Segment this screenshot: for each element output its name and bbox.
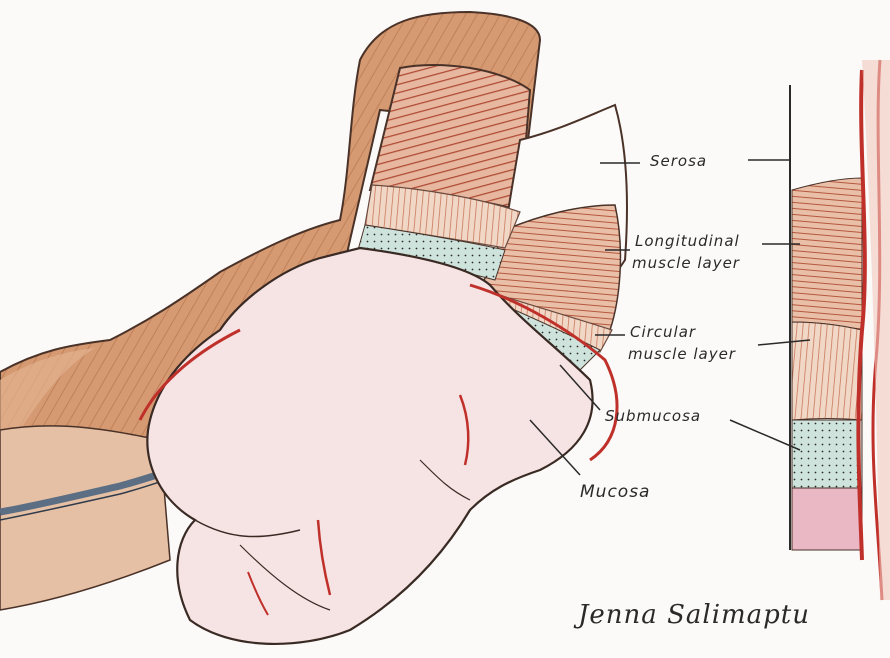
label-mucosa: Mucosa bbox=[580, 482, 650, 502]
label-serosa: Serosa bbox=[650, 152, 707, 170]
cross-section-strip bbox=[790, 60, 890, 600]
label-circular-line2: muscle layer bbox=[628, 345, 736, 363]
label-longitudinal-line2: muscle layer bbox=[632, 254, 740, 272]
label-circular-line1: Circular bbox=[630, 323, 696, 341]
artist-signature: Jenna Salimaptu bbox=[578, 600, 810, 630]
label-submucosa: Submucosa bbox=[605, 407, 701, 425]
label-longitudinal-line1: Longitudinal bbox=[635, 232, 740, 250]
